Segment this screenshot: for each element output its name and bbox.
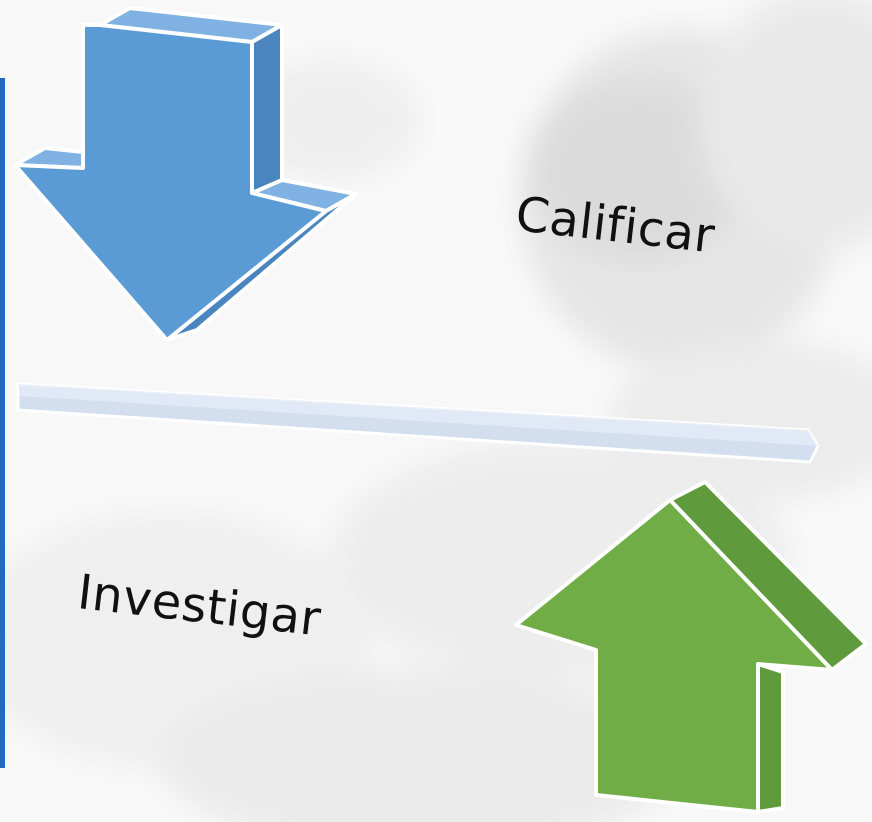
arrow-up-icon xyxy=(514,480,868,814)
left-edge-bar xyxy=(0,78,5,768)
balance-bar xyxy=(16,382,820,464)
arrow-down-icon xyxy=(13,6,358,342)
